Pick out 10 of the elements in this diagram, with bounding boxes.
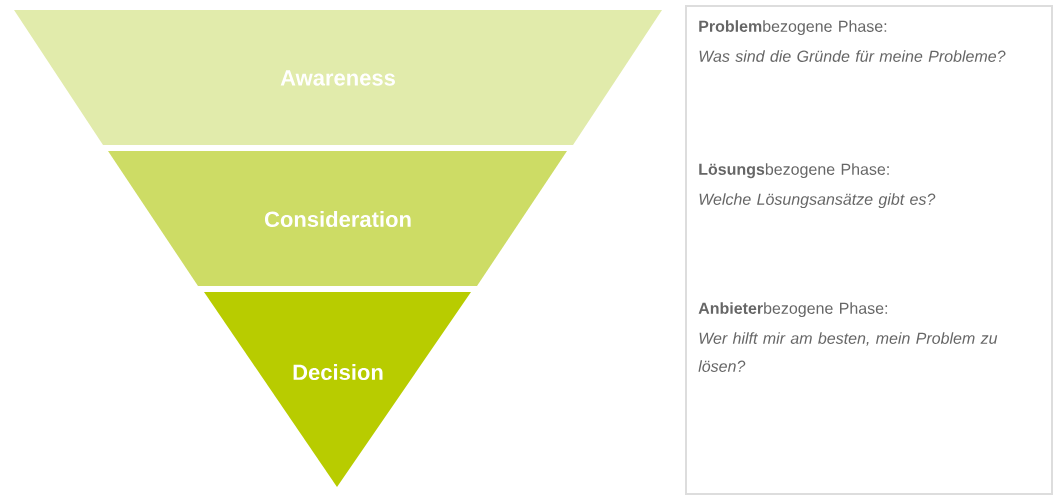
- funnel-band: Consideration: [108, 151, 567, 286]
- phase-question: Was sind die Gründe für meine Probleme?: [699, 50, 1006, 62]
- funnel-band: Decision: [204, 292, 471, 487]
- phase-question: Welche Lösungsansätze gibt es?: [699, 193, 936, 209]
- phase-heading: Problembezogene Phase:: [699, 20, 887, 36]
- phase-heading: Lösungsbezogene Phase:: [699, 163, 889, 179]
- phase-heading: Anbieterbezogene Phase:: [698, 302, 888, 318]
- text-panel: [685, 5, 1053, 495]
- phase-question: Wer hilft mir am besten, mein Problem zu lösen?: [698, 332, 998, 372]
- funnel-band: Awareness: [14, 10, 662, 145]
